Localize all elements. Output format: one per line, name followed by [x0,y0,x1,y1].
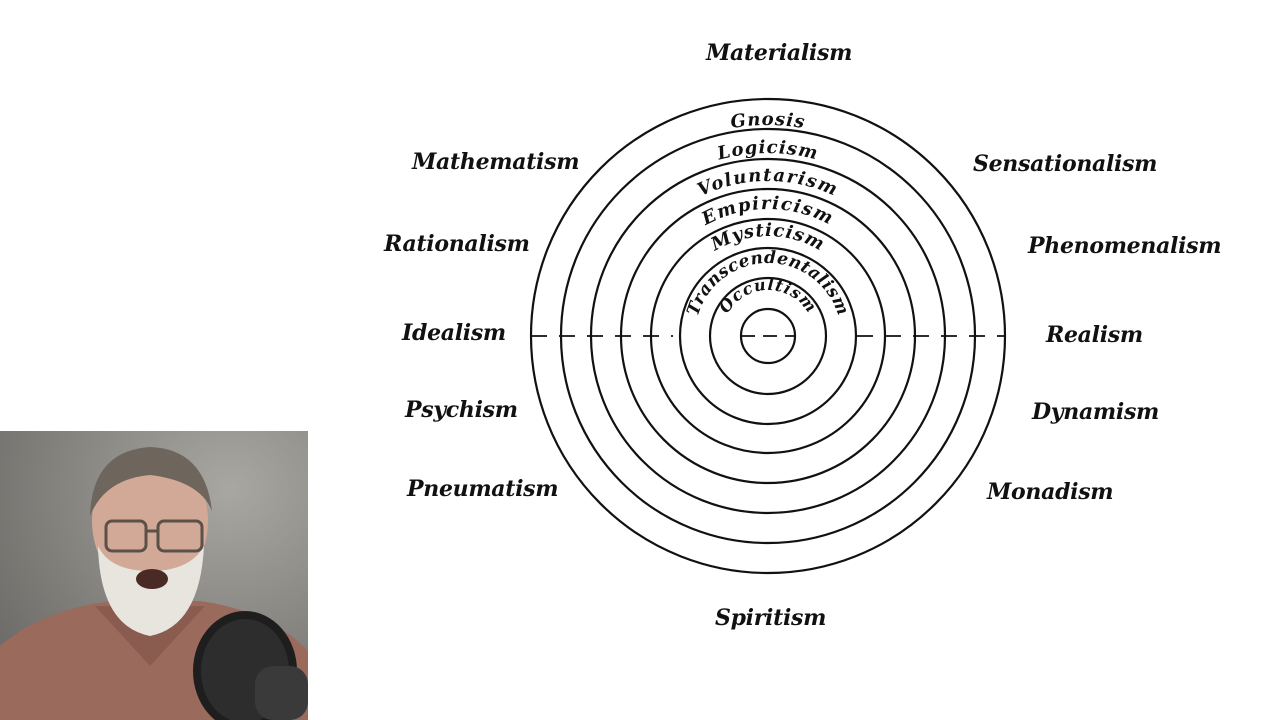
label-materialism: Materialism [706,40,853,66]
ring-label-gnosis: Gnosis [729,109,807,133]
label-realism: Realism [1046,322,1143,348]
ring-label-occultism: Occultism [715,275,821,317]
label-rationalism: Rationalism [384,231,530,257]
ring-circle-6 [678,246,858,426]
presenter-webcam [0,431,308,720]
ring-circle-7 [708,276,828,396]
label-sensationalism: Sensationalism [973,151,1158,177]
label-pneumatism: Pneumatism [407,476,559,502]
label-phenomenalism: Phenomenalism [1028,233,1222,259]
ring-label-logicism: Logicism [714,137,820,165]
presenter-webcam-icon [0,431,308,720]
label-idealism: Idealism [402,320,506,346]
label-spiritism: Spiritism [715,605,827,631]
label-mathematism: Mathematism [412,149,580,175]
label-dynamism: Dynamism [1032,399,1160,425]
label-psychism: Psychism [405,397,518,423]
label-monadism: Monadism [987,479,1114,505]
